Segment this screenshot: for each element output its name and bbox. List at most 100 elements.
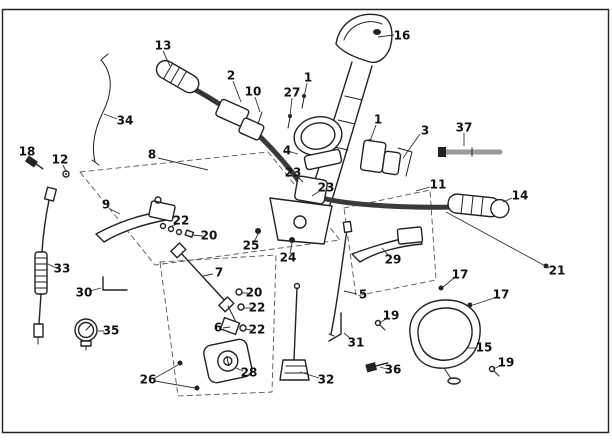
- part-number-1: 1: [374, 113, 382, 127]
- rod-and-wedge-drawing: [279, 282, 310, 381]
- part-number-23: 23: [285, 166, 302, 180]
- part-number-22: 22: [249, 323, 266, 337]
- part-number-22: 22: [249, 301, 266, 315]
- leader-line-26: [154, 380, 196, 389]
- leader-line-2: [232, 80, 242, 103]
- right-brake-lever-drawing: [351, 226, 424, 263]
- misc-screws-drawing: [365, 263, 549, 377]
- dashed-region-right: [343, 189, 437, 297]
- part-number-4: 4: [283, 144, 291, 158]
- leader-line-22: [244, 328, 252, 331]
- part-number-8: 8: [148, 148, 156, 162]
- left-fasteners-drawing: [159, 222, 195, 238]
- leader-line-27: [289, 97, 293, 117]
- part-number-3: 3: [421, 124, 429, 138]
- clutch-cable-drawing: [33, 186, 58, 345]
- leader-line-23: [311, 189, 322, 197]
- throttle-cable-drawing: [91, 53, 111, 166]
- leader-line-17: [442, 277, 455, 288]
- handlebar-cover-drawing: [335, 13, 393, 64]
- left-switch-housing-drawing: [199, 91, 265, 141]
- part-number-23: 23: [318, 181, 335, 195]
- leader-line-30: [89, 287, 102, 292]
- left-grip-drawing: [155, 59, 200, 94]
- part-number-9: 9: [102, 198, 110, 212]
- lower-bracket-drawing: [255, 197, 333, 245]
- part-number-29: 29: [385, 253, 402, 267]
- leader-line-12: [62, 164, 67, 172]
- part-number-5: 5: [359, 288, 367, 302]
- leader-line-26: [154, 364, 179, 379]
- speedometer-drawing: [293, 116, 343, 171]
- mount-bolt-drawing: [438, 147, 503, 157]
- dashed-region-bottom: [159, 254, 277, 397]
- leader-line-18: [28, 156, 32, 162]
- part-number-24: 24: [280, 251, 297, 265]
- part-number-22: 22: [173, 214, 190, 228]
- leader-line-33: [47, 263, 57, 269]
- leader-line-3: [402, 133, 421, 159]
- leader-line-17: [472, 297, 495, 306]
- leader-line-9: [109, 208, 121, 215]
- leader-line-25: [253, 233, 259, 243]
- right-cable-drawing: [328, 220, 353, 337]
- part-number-34: 34: [117, 114, 134, 128]
- leader-line-36: [379, 366, 388, 370]
- part-number-32: 32: [318, 373, 335, 387]
- dashed-region-left: [79, 151, 341, 266]
- part-number-16: 16: [394, 29, 411, 43]
- ignition-switch-drawing: [177, 338, 253, 391]
- leader-line-11: [415, 186, 431, 192]
- mirror-drawing: [409, 299, 481, 385]
- part-number-30: 30: [76, 286, 93, 300]
- leader-line-6: [222, 326, 231, 329]
- allen-key-left-drawing: [102, 276, 128, 291]
- leader-line-1: [303, 82, 308, 98]
- part-number-12: 12: [52, 153, 69, 167]
- leader-line-32: [299, 371, 320, 379]
- leader-line-28: [235, 367, 244, 372]
- leader-line-10: [254, 96, 261, 113]
- diagram-border: [1, 8, 610, 434]
- leader-line-7: [202, 273, 214, 277]
- diagram-artwork: [1, 8, 610, 434]
- left-brake-lever-drawing: [95, 196, 176, 243]
- part-number-2: 2: [227, 69, 235, 83]
- leader-line-19: [378, 318, 387, 324]
- part-number-13: 13: [155, 39, 172, 53]
- leader-line-19: [492, 365, 501, 370]
- part-number-28: 28: [241, 366, 258, 380]
- part-number-6: 6: [214, 321, 222, 335]
- leader-line-29: [381, 247, 390, 257]
- leader-line-20: [191, 234, 204, 237]
- part-number-35: 35: [103, 324, 120, 338]
- right-switch-housing-drawing: [359, 139, 413, 177]
- part-number-33: 33: [54, 262, 71, 276]
- part-number-19: 19: [498, 356, 515, 370]
- cable-assembly-drawing: [170, 242, 237, 323]
- part-number-1: 1: [304, 71, 312, 85]
- part-number-14: 14: [512, 189, 529, 203]
- part-number-21: 21: [549, 264, 566, 278]
- part-number-36: 36: [385, 363, 402, 377]
- leader-line-24: [289, 242, 293, 255]
- leader-line-1: [369, 124, 377, 142]
- leader-line-5: [343, 290, 358, 295]
- right-grip-drawing: [447, 193, 510, 219]
- allen-key-right-drawing: [328, 312, 342, 342]
- leader-line-8: [157, 157, 209, 171]
- center-bolts-drawing: [219, 288, 247, 336]
- leader-line-23: [296, 175, 304, 183]
- leader-line-21: [445, 211, 550, 269]
- leader-line-4: [290, 151, 299, 155]
- part-number-18: 18: [19, 145, 36, 159]
- part-number-11: 11: [430, 178, 447, 192]
- part-number-27: 27: [284, 86, 301, 100]
- leader-line-16: [377, 34, 395, 38]
- part-number-31: 31: [348, 336, 365, 350]
- part-number-37: 37: [456, 121, 473, 135]
- leader-line-31: [343, 332, 352, 340]
